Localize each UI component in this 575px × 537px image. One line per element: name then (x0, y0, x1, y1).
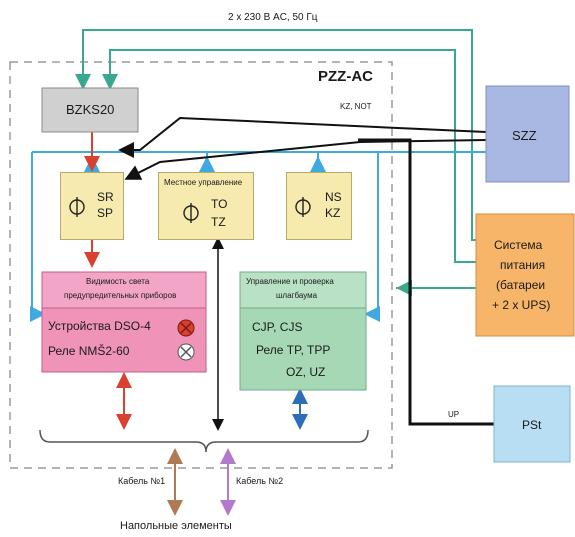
green-line1: CJP, CJS (252, 320, 303, 334)
szz-label: SZZ (512, 128, 537, 143)
bzks-box (41, 87, 139, 133)
switch-local-title: Местное управление (164, 178, 243, 187)
switch-local-line1: TO (211, 197, 228, 211)
bzks-label: BZKS20 (66, 102, 115, 117)
power-line4: + 2 x UPS) (492, 298, 551, 312)
pink-header-line1: Видимость света (86, 277, 150, 286)
cable1-label: Кабель №1 (118, 476, 166, 486)
white-lamp-icon (177, 343, 195, 361)
cable2-label: Кабель №2 (236, 476, 284, 486)
green-line2: Реле TP, TPP (256, 343, 331, 357)
pink-box-header-bg (41, 271, 207, 309)
supply-lines (82, 29, 498, 289)
power-box (475, 213, 575, 337)
green-box-header-bg (239, 271, 367, 309)
bottom-brace (39, 429, 369, 453)
enclosure-title: PZZ-AC (318, 68, 373, 85)
switch-local-box: Местное управление TO TZ (158, 172, 254, 240)
red-lamp-icon (177, 319, 195, 337)
power-line1: Система (494, 238, 543, 252)
enclosure-frame (9, 61, 393, 469)
switch-symbol-icon (293, 197, 313, 217)
szz-signal-lines (128, 116, 487, 177)
top-supply-label: 2 x 230 В AC, 50 Гц (228, 12, 318, 23)
switch-sr-line2: SP (97, 206, 114, 220)
szz-box (485, 85, 570, 183)
up-line (358, 138, 494, 426)
switch-sr-line1: SR (97, 190, 114, 204)
switch-ns-kz-box: NS KZ (286, 172, 352, 240)
pink-header-line2: предупредительных приборов (64, 291, 177, 300)
szz-arrowhead-2 (124, 165, 143, 180)
switch-ns-line1: NS (325, 190, 342, 204)
switch-symbol-icon (67, 197, 87, 217)
pst-box (493, 385, 571, 463)
pink-row1: Устройства DSO-4 (48, 319, 151, 333)
switch-ns-line2: KZ (325, 206, 341, 220)
szz-signal-label: KZ, NOT (340, 102, 372, 111)
bottom-label: Напольные элементы (120, 520, 232, 532)
green-header-line1: Управление и проверка (246, 277, 334, 286)
power-line3: (батареи (496, 278, 546, 292)
up-label: UP (448, 410, 460, 419)
switch-sr-sp-box: SR SP (60, 172, 124, 240)
power-line2: питания (500, 258, 546, 272)
pst-label: PSt (522, 418, 542, 432)
pink-row2: Реле NMŠ2-60 (48, 344, 130, 358)
green-header-line2: шлагбаума (276, 291, 318, 300)
switch-local-line2: TZ (211, 215, 226, 229)
switch-symbol-icon (181, 203, 201, 223)
green-line3: OZ, UZ (286, 365, 326, 379)
